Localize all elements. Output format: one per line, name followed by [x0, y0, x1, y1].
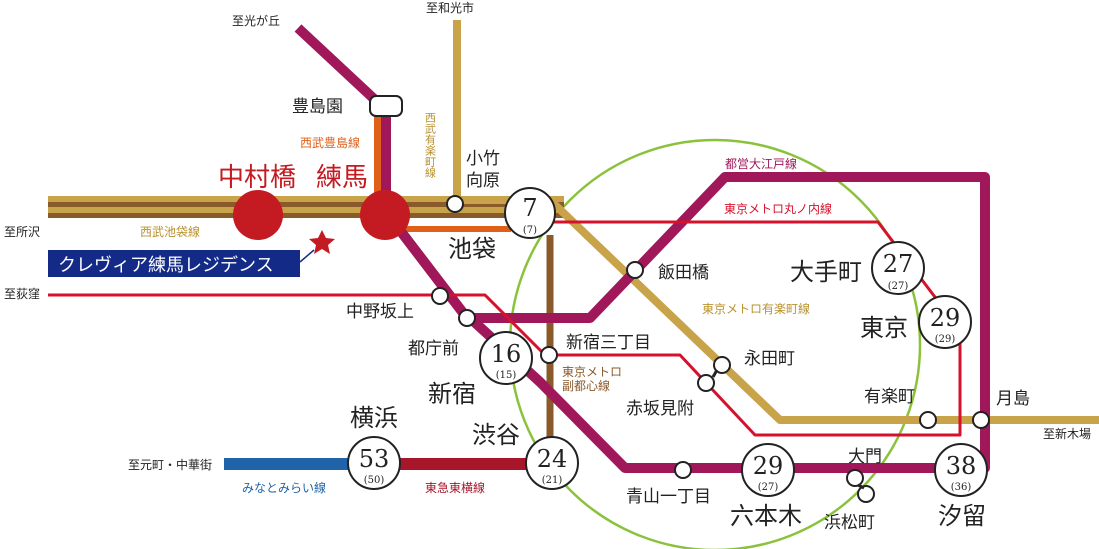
label-seibu-yurakucho: 西武有楽町線: [424, 112, 437, 178]
station-nakanosakaue: 中野坂上: [346, 302, 414, 322]
dest-shinkiba: 至新木場: [1043, 426, 1091, 441]
toshimaen-terminal: [369, 95, 403, 117]
label-seibu-ikebukuro: 西武池袋線: [140, 224, 200, 239]
station-hamamatsucho: 浜松町: [824, 513, 875, 533]
station-nakamurabashi: 中村橋: [218, 163, 296, 193]
station-otemachi: 大手町: [790, 258, 862, 286]
label-fukutoshin-1: 東京メトロ: [562, 365, 622, 379]
label-fukutoshin-2: 副都心線: [562, 378, 610, 393]
nerima-station: [360, 190, 410, 240]
minutes-shibuya: 24: [537, 445, 568, 473]
station-aoyamaitchome: 青山一丁目: [626, 487, 711, 507]
minutes-yokohama: 53: [359, 445, 390, 473]
property-banner: [48, 250, 300, 277]
transfer-dots: [431, 195, 990, 503]
minutes-tokyo: 29: [930, 304, 961, 332]
minutes-otemachi-sub: (27): [888, 281, 909, 292]
minutes-yokohama-sub: (50): [364, 475, 385, 486]
station-daimon: 大門: [848, 447, 882, 467]
minute-circles: [347, 187, 988, 497]
seibu-toshima-line: [374, 104, 384, 212]
minutes-roppongi: 29: [753, 452, 784, 480]
dest-motomachi: 至元町・中華街: [128, 457, 212, 472]
label-seibu-toshima: 西武豊島線: [300, 135, 360, 150]
minutes-roppongi-sub: (27): [758, 482, 779, 493]
nakamurabashi-station: [233, 190, 283, 240]
minutes-ikebukuro-sub: (7): [523, 225, 537, 236]
label-minatomirai: みなとみらい線: [242, 480, 326, 495]
property-name: クレヴィア練馬レジデンス: [58, 255, 274, 276]
station-shiodome: 汐留: [938, 502, 986, 530]
station-tochomae: 都庁前: [408, 339, 459, 359]
minutes-shiodome: 38: [946, 452, 977, 480]
minutes-shinjuku-sub: (15): [496, 370, 517, 381]
dest-ogikubo: 至荻窪: [4, 286, 40, 301]
station-akasakamitsuke: 赤坂見附: [626, 399, 694, 419]
dest-wakoshi: 至和光市: [426, 0, 474, 15]
station-shinjukusanchome: 新宿三丁目: [566, 333, 651, 353]
minutes-tokyo-sub: (29): [935, 334, 956, 345]
nagatacho-link: [711, 369, 719, 378]
daimon-link: [857, 483, 865, 490]
dest-hikarigaoka: 至光が丘: [232, 13, 280, 28]
toyoko-line: [395, 458, 533, 470]
station-nerima: 練馬: [316, 163, 368, 193]
station-yokohama: 横浜: [350, 404, 398, 432]
minutes-ikebukuro: 7: [522, 194, 537, 222]
label-oedo: 都営大江戸線: [725, 156, 797, 171]
minatomirai-line: [224, 458, 356, 470]
station-shibuya: 渋谷: [472, 421, 520, 449]
dest-tokorozawa: 至所沢: [4, 225, 40, 239]
station-tokyo: 東京: [860, 314, 908, 342]
station-iidabashi: 飯田橋: [658, 263, 709, 283]
minutes-shinjuku: 16: [491, 340, 522, 368]
station-tsukishima: 月島: [996, 389, 1030, 409]
minutes-shiodome-sub: (36): [951, 482, 972, 493]
station-roppongi: 六本木: [730, 502, 802, 530]
label-toyoko: 東急東横線: [425, 480, 485, 495]
station-yurakucho: 有楽町: [864, 387, 915, 407]
station-nagatacho: 永田町: [744, 349, 795, 369]
minutes-otemachi: 27: [883, 250, 914, 278]
star-icon: [309, 230, 335, 254]
seibu-ikebukuro-line: [48, 196, 564, 232]
station-toshimaen: 豊島園: [292, 97, 343, 117]
label-yurakucho: 東京メトロ有楽町線: [702, 301, 810, 316]
station-shinjuku: 新宿: [428, 380, 476, 408]
marker-pointer: [299, 249, 315, 263]
station-kotakemukaihara-1: 小竹: [466, 149, 500, 169]
station-kotakemukaihara-2: 向原: [466, 171, 500, 191]
minutes-shibuya-sub: (21): [542, 475, 563, 486]
label-marunouchi: 東京メトロ丸ノ内線: [724, 201, 832, 216]
station-ikebukuro: 池袋: [448, 235, 496, 263]
